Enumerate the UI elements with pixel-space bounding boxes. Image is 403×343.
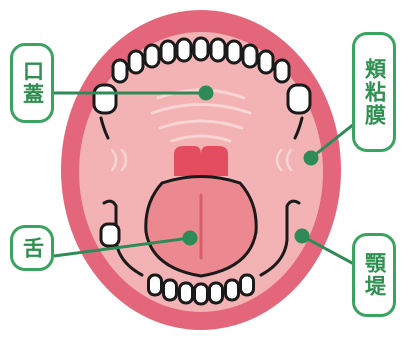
tooth bbox=[275, 60, 289, 82]
tooth bbox=[195, 284, 208, 304]
tooth bbox=[149, 275, 162, 295]
label-buccal-mucosa: 頬粘膜 bbox=[352, 32, 396, 152]
label-tongue: 舌 bbox=[10, 225, 54, 271]
tooth bbox=[161, 41, 175, 63]
tooth bbox=[259, 51, 273, 73]
tooth bbox=[227, 41, 241, 63]
tooth bbox=[113, 60, 127, 82]
tooth bbox=[194, 38, 208, 60]
tooth bbox=[211, 39, 225, 61]
tooth bbox=[164, 280, 177, 300]
tooth bbox=[129, 51, 143, 73]
tooth bbox=[243, 45, 257, 67]
tooth bbox=[210, 283, 223, 303]
label-palate: 口蓋 bbox=[10, 43, 54, 123]
lower-molar bbox=[101, 224, 119, 246]
tooth bbox=[226, 280, 239, 300]
label-mandibular-ridge: 顎堤 bbox=[352, 233, 396, 317]
tooth bbox=[177, 39, 191, 61]
tooth bbox=[180, 283, 193, 303]
tooth bbox=[145, 45, 159, 67]
tooth bbox=[241, 275, 254, 295]
